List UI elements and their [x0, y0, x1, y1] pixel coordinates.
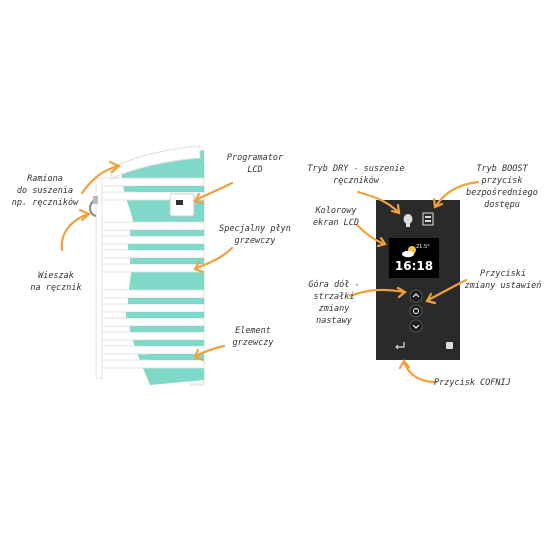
label-line: Ramiona: [27, 174, 63, 184]
label-ramiona: Ramiona do suszenia np. ręczników: [10, 173, 80, 209]
boost-icon: [422, 212, 434, 226]
dry-mode-icon: [403, 214, 413, 227]
label-line: do suszenia: [16, 186, 74, 196]
annotation-arrows: [60, 160, 480, 384]
label-plyn: Specjalny płyn grzewczy: [210, 223, 300, 247]
label-line: na ręcznik: [30, 283, 82, 293]
chevron-up-icon[interactable]: [409, 289, 423, 303]
label-line: Wieszak: [38, 271, 74, 281]
label-programator: Programator LCD: [218, 152, 292, 176]
label-line: Kolorowy: [315, 206, 357, 216]
navigation-buttons[interactable]: [409, 289, 423, 333]
label-line: Element: [235, 326, 271, 336]
sun-cloud-icon: [402, 246, 416, 258]
label-przyciski: Przyciski zmiany ustawień: [460, 268, 546, 292]
label-line: Przyciski: [479, 269, 527, 279]
label-line: grzewczy: [234, 236, 276, 246]
control-panel: [376, 200, 460, 360]
label-line: LCD: [247, 165, 263, 175]
label-line: przycisk: [481, 176, 523, 186]
label-ekran: Kolorowy ekran LCD: [305, 205, 367, 229]
chevron-down-icon[interactable]: [409, 319, 423, 333]
label-line: Programator: [226, 153, 284, 163]
label-element: Element grzewczy: [222, 325, 284, 349]
label-line: np. ręczników: [11, 198, 79, 208]
label-line: Tryb DRY - suszenie: [307, 164, 405, 174]
sensor-icon: [446, 342, 453, 349]
lcd-screen: [389, 238, 439, 278]
label-line: Tryb BOOST: [476, 164, 528, 174]
label-cofnij: Przycisk COFNIJ: [434, 377, 530, 389]
label-strzalki: Góra dół - strzałki zmiany nastawy: [306, 279, 362, 327]
label-wieszak: Wieszak na ręcznik: [16, 270, 96, 294]
label-line: dostępu: [484, 200, 520, 210]
label-line: ręczników: [332, 176, 380, 186]
label-line: Przycisk COFNIJ: [434, 378, 511, 388]
back-icon[interactable]: [395, 342, 405, 350]
lcd-time: 16:18: [394, 259, 434, 273]
towel-radiator: [89, 145, 205, 386]
label-line: grzewczy: [232, 338, 274, 348]
label-boost: Tryb BOOST przycisk bezpośredniego dostę…: [462, 163, 542, 211]
top-arm: [109, 145, 201, 179]
label-line: bezpośredniego: [466, 188, 538, 198]
ok-icon[interactable]: [409, 304, 423, 318]
label-line: zmiany: [318, 304, 350, 314]
label-line: strzałki: [313, 292, 355, 302]
label-line: Góra dół -: [308, 280, 360, 290]
label-line: ekran LCD: [312, 218, 360, 228]
label-line: nastawy: [316, 316, 352, 326]
label-dry: Tryb DRY - suszenie ręczników: [300, 163, 412, 187]
label-line: Specjalny płyn: [219, 224, 291, 234]
label-line: zmiany ustawień: [464, 281, 542, 291]
lcd-temperature: 21.5°: [416, 244, 430, 250]
